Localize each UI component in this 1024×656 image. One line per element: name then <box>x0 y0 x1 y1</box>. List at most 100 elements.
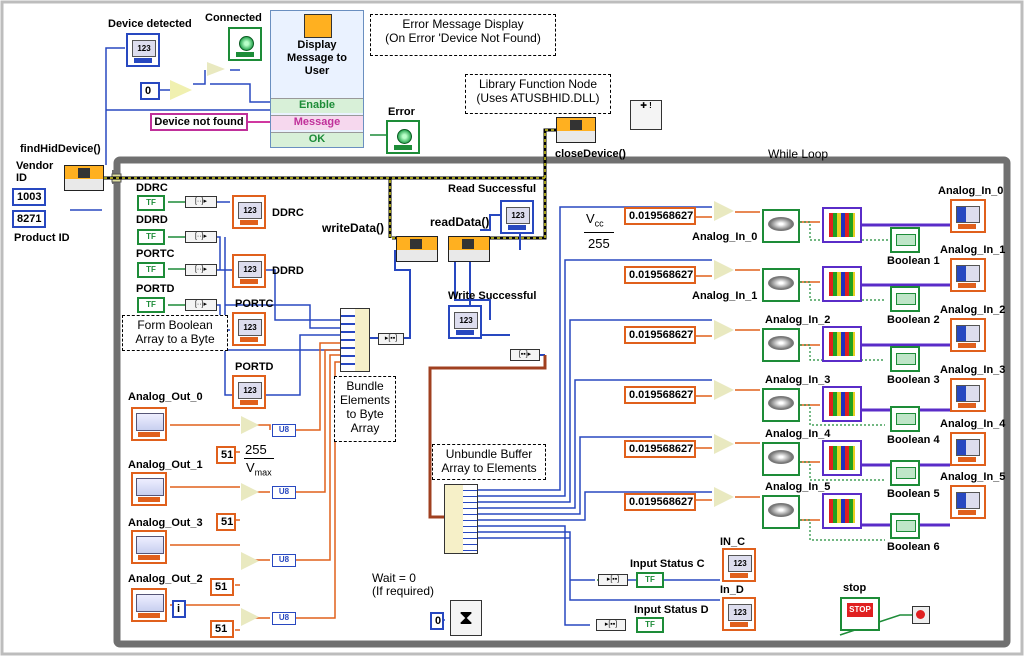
analog-in-indicator-5 <box>950 485 986 519</box>
vcc-denominator: 255 <box>588 236 610 251</box>
analog-in-ind-label-4: Analog_In_4 <box>940 418 1006 430</box>
vmax-label: Vmax <box>246 460 272 478</box>
multiply-out-3 <box>241 552 259 570</box>
analog-out-0-slider[interactable] <box>131 407 167 441</box>
in-c-label: IN_C <box>720 536 746 548</box>
library-function-note: Library Function Node (Uses ATUSBHID.DLL… <box>465 74 611 114</box>
boolean-indicator-1 <box>890 286 920 312</box>
const-51-b: 51 <box>216 513 236 531</box>
meter-1 <box>762 268 800 302</box>
c255-label: 255 <box>245 442 267 457</box>
write-successful-indicator: 123 <box>448 305 482 339</box>
portd-label: PORTD <box>136 283 175 295</box>
error-label: Error <box>388 106 415 118</box>
portd-indicator: 123 <box>232 375 266 409</box>
boolean-label-0: Boolean 1 <box>887 255 940 267</box>
meter-0 <box>762 209 800 243</box>
multiply-out-0 <box>241 416 259 434</box>
analog-in-indicator-2 <box>950 318 986 352</box>
analog-out-1-slider[interactable] <box>131 472 167 506</box>
multiply-out-2 <box>241 608 259 626</box>
wait-const: 0 <box>430 612 444 630</box>
while-loop-label: While Loop <box>768 147 829 161</box>
boolean-indicator-4 <box>890 460 920 486</box>
analog-in-indicator-0 <box>950 199 986 233</box>
input-status-c-indicator: TF <box>636 572 664 588</box>
vendor-id-const: 1003 <box>12 188 46 206</box>
analog-in-ind-label-3: Analog_In_3 <box>940 364 1006 376</box>
analog-const-0: 0.019568627 <box>624 207 696 225</box>
analog-out-2-slider[interactable] <box>131 588 167 622</box>
connected-led <box>228 27 262 61</box>
u8-out-0: U8 <box>272 424 296 437</box>
cluster-0 <box>822 207 862 243</box>
boolean-indicator-0 <box>890 227 920 253</box>
device-not-found-const: Device not found <box>150 113 248 131</box>
analog-in-label-0: Analog_In_0 <box>692 231 758 243</box>
read-successful-label: Read Successful <box>448 183 537 195</box>
ddrc-to-byte: [··]▸ <box>185 196 217 208</box>
dialog-icon <box>304 14 332 38</box>
find-hid-node <box>64 165 104 191</box>
multiply-in-5 <box>714 487 734 507</box>
ddrd-control[interactable]: TF <box>137 229 165 245</box>
analog-const-2: 0.019568627 <box>624 326 696 344</box>
vcc-label: Vcc <box>586 211 604 229</box>
status-d-to-array: ▸[▪▪] <box>596 619 626 631</box>
ddrc-ind-label: DDRC <box>272 207 304 219</box>
array-to-byte: ▸[▪▪] <box>378 333 404 345</box>
analog-in-label-2: Analog_In_2 <box>765 314 831 326</box>
meter-2 <box>762 328 800 362</box>
read-successful-indicator: 123 <box>500 200 534 234</box>
cluster-4 <box>822 440 862 476</box>
close-device-label: closeDevice() <box>555 148 626 160</box>
in-c-indicator: 123 <box>722 548 756 582</box>
device-detected-label: Device detected <box>108 18 192 30</box>
device-detected-indicator: 123 <box>126 33 160 67</box>
ddrd-indicator: 123 <box>232 254 266 288</box>
meter-3 <box>762 388 800 422</box>
dialog-ok: OK <box>271 132 363 147</box>
portc-control[interactable]: TF <box>137 262 165 278</box>
meter-5 <box>762 495 800 529</box>
portd-control[interactable]: TF <box>137 297 165 313</box>
display-message-node: Display Message to User Enable Message O… <box>270 10 364 148</box>
portc-label: PORTC <box>136 248 175 260</box>
cluster-3 <box>822 386 862 422</box>
boolean-label-4: Boolean 5 <box>887 488 940 500</box>
read-data-label: readData() <box>430 215 490 229</box>
close-device-node <box>556 117 596 143</box>
u8-out-2: U8 <box>272 612 296 625</box>
input-status-d-indicator: TF <box>636 617 664 633</box>
status-c-to-array: ▸[▪▪] <box>598 574 628 586</box>
in-d-label: In_D <box>720 584 744 596</box>
analog-in-ind-label-2: Analog_In_2 <box>940 304 1006 316</box>
ddrd-to-byte: [··]▸ <box>185 231 217 243</box>
boolean-label-1: Boolean 2 <box>887 314 940 326</box>
wait-note: Wait = 0 (If required) <box>372 571 435 598</box>
const-51-a: 51 <box>216 446 236 464</box>
stop-button[interactable]: STOP <box>840 597 880 631</box>
error-message-note: Error Message Display (On Error 'Device … <box>370 14 556 56</box>
analog-const-1: 0.019568627 <box>624 266 696 284</box>
error-handler-icon: ✚ ! <box>630 100 662 130</box>
const-51-d: 51 <box>210 620 234 638</box>
analog-in-indicator-1 <box>950 258 986 292</box>
input-status-c-label: Input Status C <box>630 558 705 570</box>
iteration-terminal: i <box>172 600 186 618</box>
dialog-message: Message <box>271 115 363 130</box>
portc-indicator: 123 <box>232 312 266 346</box>
product-id-const: 8271 <box>12 210 46 228</box>
cluster-1 <box>822 266 862 302</box>
multiply-in-1 <box>714 260 734 280</box>
analog-in-label-4: Analog_In_4 <box>765 428 831 440</box>
bundle-note: Bundle Elements to Byte Array <box>334 376 396 442</box>
portd-to-byte: [··]▸ <box>185 299 217 311</box>
cluster-2 <box>822 326 862 362</box>
analog-out-3-slider[interactable] <box>131 530 167 564</box>
analog-out-2-label: Analog_Out_2 <box>128 573 203 585</box>
ddrc-control[interactable]: TF <box>137 195 165 211</box>
u8-out-3: U8 <box>272 554 296 567</box>
